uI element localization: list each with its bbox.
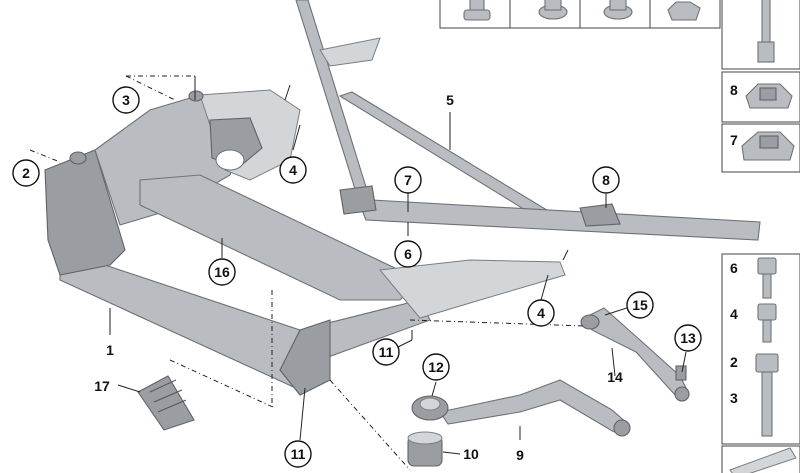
underbody-cover-17	[137, 375, 195, 431]
callout-6-label: 6	[404, 246, 412, 262]
callout-16-label: 16	[214, 264, 230, 280]
panel-label-8: 8	[730, 82, 738, 98]
bolt-thumbnail-icon	[463, 0, 491, 21]
callout-12-label: 12	[428, 359, 444, 375]
panel-label-2: 2	[730, 354, 738, 370]
callout-2: 2	[12, 159, 40, 187]
bushing-10	[407, 431, 443, 467]
callout-14-label: 14	[607, 369, 623, 385]
callout-3-label: 3	[122, 92, 130, 108]
callout-13-label: 13	[680, 330, 696, 346]
callout-5-label: 5	[446, 92, 454, 108]
bolt-2-3-icon	[755, 353, 779, 437]
callout-4-upper: 4	[279, 156, 307, 184]
callout-17-label: 17	[94, 378, 110, 394]
callout-3: 3	[112, 86, 140, 114]
strut-brace-5	[295, 0, 761, 241]
panel-label-4: 4	[730, 306, 738, 322]
clip-nut-8-icon	[745, 83, 793, 109]
callout-10-label: 10	[463, 446, 479, 462]
callout-11-right-label: 11	[379, 344, 394, 360]
callout-11-right: 11	[372, 338, 400, 366]
callout-11-left: 11	[284, 440, 312, 468]
flange-nut-thumbnail-icon	[538, 0, 568, 20]
clip-nut-7-icon	[741, 131, 795, 161]
nut-thumbnail-icon	[603, 0, 633, 20]
callout-9-label: 9	[516, 447, 524, 463]
callout-15-label: 15	[632, 297, 648, 313]
panel-label-6: 6	[730, 260, 738, 276]
clip-nut-thumbnail-icon	[667, 1, 701, 21]
callout-7-label: 7	[404, 172, 412, 188]
callout-8-label: 8	[602, 172, 610, 188]
bolt-6-icon	[757, 257, 777, 299]
callout-11-left-label: 11	[291, 446, 306, 462]
hardware-panel-right: 8 7 6 4 2 3	[721, 0, 800, 473]
callout-8: 8	[592, 166, 620, 194]
bmw-arrow-icon	[729, 447, 797, 473]
panel-label-7: 7	[730, 132, 738, 148]
axle-carrier-1	[44, 89, 566, 396]
hardware-strip-top	[439, 0, 721, 29]
callout-12: 12	[422, 353, 450, 381]
control-arm-9	[439, 379, 631, 437]
callout-2-label: 2	[22, 165, 30, 181]
callout-4-lower-label: 4	[537, 305, 545, 321]
panel-label-3: 3	[730, 390, 738, 406]
callout-15: 15	[626, 291, 654, 319]
long-bolt-thumbnail-icon	[757, 0, 775, 63]
callout-16: 16	[208, 258, 236, 286]
callout-4-lower: 4	[527, 299, 555, 327]
callout-7: 7	[394, 166, 422, 194]
callout-4-upper-label: 4	[289, 162, 297, 178]
bushing-12	[411, 395, 449, 421]
leader-lines	[29, 75, 687, 471]
tension-strut-14	[580, 307, 690, 402]
callout-1-label: 1	[106, 342, 114, 358]
bolt-4-icon	[757, 303, 777, 343]
callout-6: 6	[394, 240, 422, 268]
callout-13: 13	[674, 324, 702, 352]
